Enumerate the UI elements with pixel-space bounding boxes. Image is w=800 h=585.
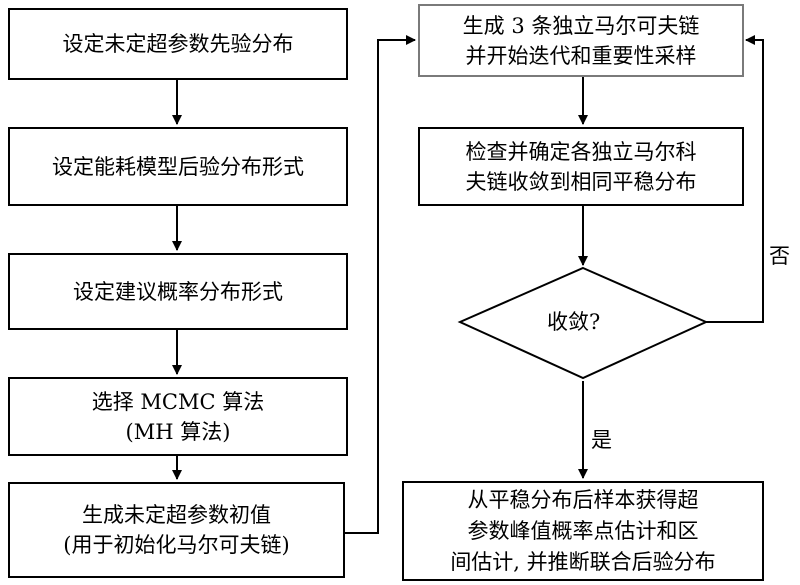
step-check-convergence-line2: 夫链收敛到相同平稳分布: [465, 169, 697, 194]
arrow-no-loop: [706, 35, 764, 323]
step-set-prior-text: 设定未定超参数先验分布: [62, 32, 294, 56]
step-generate-chains: 生成 3 条独立马尔可夫链 并开始迭代和重要性采样: [418, 4, 744, 77]
step-estimate-posterior-line3: 间估计, 并推断联合后验分布: [450, 549, 716, 574]
step-set-prior: 设定未定超参数先验分布: [8, 8, 348, 80]
step-estimate-posterior-line1: 从平稳分布后样本获得超: [467, 487, 699, 512]
step-set-proposal-text: 设定建议概率分布形式: [73, 279, 283, 304]
decision-diamond: [457, 266, 709, 380]
yes-label: 是: [591, 428, 612, 452]
step-choose-algorithm: 选择 MCMC 算法 (MH 算法): [8, 377, 348, 456]
step-generate-chains-line2: 并开始迭代和重要性采样: [465, 43, 697, 68]
step-generate-initial: 生成未定超参数初值 (用于初始化马尔可夫链): [8, 482, 345, 578]
step-set-proposal: 设定建议概率分布形式: [8, 253, 348, 330]
step-generate-initial-line2: (用于初始化马尔可夫链): [63, 533, 290, 557]
step-check-convergence-line1: 检查并确定各独立马尔科: [465, 139, 697, 164]
step-generate-initial-line1: 生成未定超参数初值: [82, 503, 271, 527]
arrow-5-6: [345, 35, 416, 534]
step-choose-algorithm-line2: (MH 算法): [125, 419, 231, 444]
step-estimate-posterior-line2: 参数峰值概率点估计和区: [467, 518, 699, 543]
decision-label: 收敛?: [547, 310, 601, 334]
step-set-posterior: 设定能耗模型后验分布形式: [8, 127, 348, 206]
step-estimate-posterior: 从平稳分布后样本获得超 参数峰值概率点估计和区 间估计, 并推断联合后验分布: [402, 481, 764, 581]
step-set-posterior-text: 设定能耗模型后验分布形式: [52, 154, 304, 179]
step-choose-algorithm-line1: 选择 MCMC 算法: [91, 389, 265, 414]
no-label: 否: [769, 244, 790, 268]
step-generate-chains-line1: 生成 3 条独立马尔可夫链: [462, 13, 700, 38]
step-check-convergence: 检查并确定各独立马尔科 夫链收敛到相同平稳分布: [418, 127, 744, 206]
